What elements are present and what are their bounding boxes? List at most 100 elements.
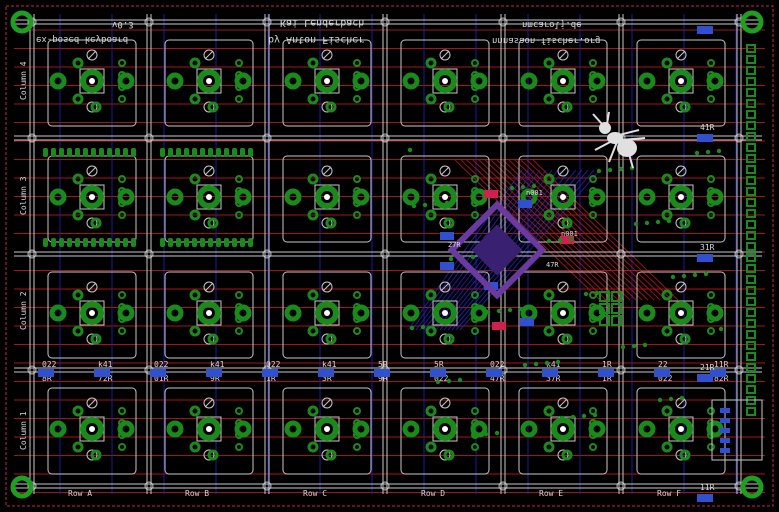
grid-marker [616,249,626,259]
mount-hole-bottom-right [740,475,764,499]
grid-marker [498,17,508,27]
grid-marker [262,133,272,143]
key-centre-hole [678,426,684,432]
key-header-pin [589,199,597,207]
key-centre-pad [551,301,575,325]
component-label: 1R [602,374,612,383]
key-led-pad [72,209,84,221]
component-label: 5R [378,360,388,369]
key-grid [47,39,726,475]
dip-pin [91,148,96,157]
key-pin-outline [86,217,98,229]
key-pin-slash [558,166,568,176]
via [457,377,463,383]
dip-pin [131,148,136,157]
key-switch [400,271,490,359]
mount-hole-top-left [10,10,34,34]
key-pin-outline [557,449,569,461]
via [642,342,648,348]
key-pin-slash [204,50,214,60]
edge-connector-pad [746,374,756,383]
dip-pin [59,238,64,247]
via [448,256,454,262]
key-pin-outline [557,333,569,345]
trace-diag [508,159,655,301]
key-header-pin [235,327,243,335]
key-centre-pad [669,185,693,209]
dip-pin [240,238,245,247]
dip-pin [107,148,112,157]
usb-pin [720,428,730,433]
key-outline [518,387,608,475]
trace-diag [532,159,679,301]
key-switch [164,387,254,475]
key-led-pad [307,441,319,453]
dip-pin [43,238,48,247]
key-side-pad [234,72,252,90]
key-header-pin [589,59,597,67]
key-pin-outline [675,281,687,293]
key-led-pad [72,173,84,185]
key-side-pad [638,420,656,438]
key-led-pad [425,93,437,105]
key-led-pad [207,333,219,345]
key-led-pad [307,93,319,105]
dip-pin [248,238,253,247]
key-header-pin [118,431,126,439]
component-label: 01R [154,374,169,383]
key-led-pad [543,405,555,417]
edge-connector-pad [746,154,756,163]
trace-diag [411,169,529,331]
dip-pin [232,148,237,157]
edge-connector-pad [746,176,756,185]
key-led-pad [661,325,673,337]
smd-resistor [430,369,446,377]
key-header-pin [118,211,126,219]
component-label: 22 [658,360,668,369]
key-side-pad [352,420,370,438]
key-header-pin [235,59,243,67]
key-led-pad [72,289,84,301]
dip-pin [232,238,237,247]
smd-resistor [262,369,278,377]
key-pin-outline [203,333,215,345]
key-led-pad [543,173,555,185]
column-label-4: Column 4 [19,61,28,100]
key-led-pad [72,405,84,417]
key-pin-outline [86,101,98,113]
dip-pin [184,238,189,247]
key-pin-slash [440,398,450,408]
grid-marker [380,133,390,143]
key-led-pad [661,173,673,185]
key-centre-pad [669,417,693,441]
column-label-2: Column 2 [19,291,28,330]
via [444,200,450,206]
key-switch [164,271,254,359]
key-centre-pad [433,185,457,209]
key-side-pad [470,304,488,322]
grid-marker [144,133,154,143]
key-outline [47,39,137,127]
key-header-pin [118,419,126,427]
key-side-pad [470,72,488,90]
key-header-pin [707,431,715,439]
key-header-pin [707,303,715,311]
key-header-pin [235,407,243,415]
right-label: 11R [700,483,715,492]
smd-resistor [697,374,713,382]
key-side-pad [234,420,252,438]
usb-pin [720,438,730,443]
component-label: 9R [210,374,220,383]
key-pin-outline [321,397,333,409]
grid-marker [144,17,154,27]
row-label: Row C [303,489,327,498]
component-label: k41 [546,360,561,369]
key-pin-outline [321,49,333,61]
key-pin-slash [676,50,686,60]
board-edge [5,5,774,507]
via [411,203,417,209]
key-led-pad [90,217,102,229]
via [718,326,724,332]
key-outline [636,39,726,127]
key-header-pin [707,291,715,299]
